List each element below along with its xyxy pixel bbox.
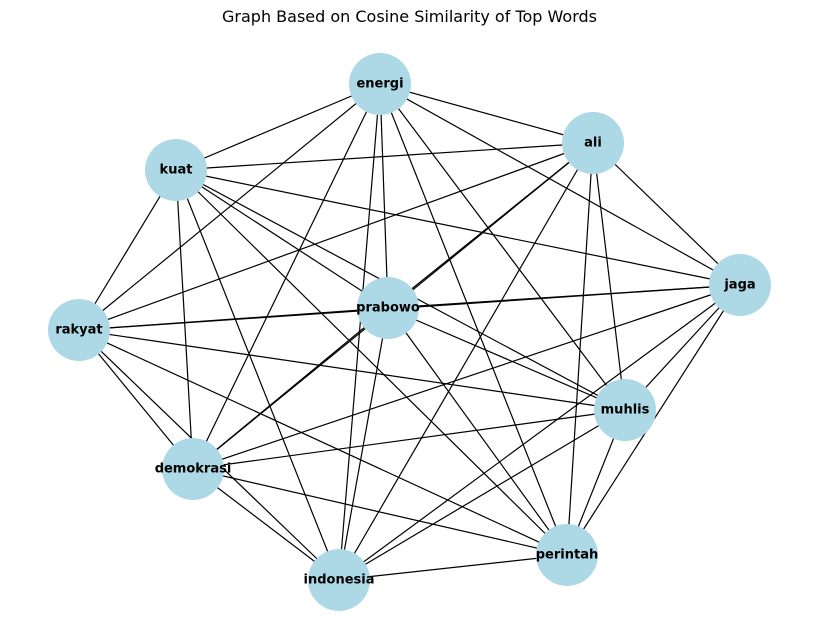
edge-energi-demokrasi — [192, 83, 381, 470]
edge-energi-kuat — [175, 83, 381, 171]
edge-energi-muhlis — [379, 83, 626, 411]
edge-jaga-indonesia — [338, 284, 741, 581]
edge-prabowo-demokrasi — [192, 307, 389, 470]
node-circle-muhlis — [594, 379, 656, 441]
edge-rakyat-perintah — [78, 329, 568, 556]
node-circle-energi — [349, 53, 411, 115]
edge-energi-rakyat — [78, 83, 381, 331]
edge-kuat-perintah — [175, 169, 568, 556]
edge-kuat-rakyat — [78, 169, 177, 331]
edge-ali-perintah — [566, 142, 594, 556]
node-indonesia: indonesia — [304, 549, 375, 611]
node-label-kuat: kuat — [160, 163, 193, 178]
node-label-jaga: jaga — [723, 278, 755, 293]
node-label-indonesia: indonesia — [304, 573, 375, 588]
node-label-perintah: perintah — [536, 548, 599, 563]
node-ali: ali — [562, 112, 624, 174]
edge-energi-ali — [379, 83, 594, 144]
node-label-rakyat: rakyat — [55, 323, 102, 338]
edge-ali-rakyat — [78, 142, 594, 331]
node-label-ali: ali — [584, 136, 602, 151]
node-kuat: kuat — [145, 139, 207, 201]
node-label-demokrasi: demokrasi — [155, 462, 232, 477]
edge-ali-indonesia — [338, 142, 594, 581]
node-label-prabowo: prabowo — [356, 301, 420, 316]
node-demokrasi: demokrasi — [155, 438, 232, 500]
edge-energi-jaga — [379, 83, 741, 286]
node-label-energi: energi — [356, 77, 403, 92]
edge-prabowo-perintah — [387, 307, 568, 556]
edge-prabowo-muhlis — [387, 307, 626, 411]
node-label-muhlis: muhlis — [601, 403, 650, 418]
node-circle-jaga — [709, 254, 771, 316]
edge-perintah-indonesia — [338, 554, 568, 581]
edge-kuat-prabowo — [175, 169, 389, 309]
node-circle-prabowo — [357, 277, 419, 339]
edge-jaga-demokrasi — [192, 284, 741, 470]
edge-muhlis-indonesia — [338, 409, 626, 581]
edge-muhlis-demokrasi — [192, 409, 626, 470]
edge-ali-kuat — [175, 142, 594, 171]
node-circle-rakyat — [48, 299, 110, 361]
node-circle-kuat — [145, 139, 207, 201]
edge-ali-muhlis — [592, 142, 626, 411]
edge-demokrasi-perintah — [192, 468, 568, 556]
node-layer: energi ali kuat jaga prabowo rakyat muhlis demo… — [48, 53, 771, 611]
edge-rakyat-muhlis — [78, 329, 626, 411]
node-rakyat: rakyat — [48, 299, 110, 361]
node-circle-perintah — [536, 524, 598, 586]
edge-ali-jaga — [592, 142, 741, 286]
node-circle-indonesia — [308, 549, 370, 611]
edge-kuat-indonesia — [175, 169, 340, 581]
chart-title: Graph Based on Cosine Similarity of Top … — [222, 7, 597, 26]
node-jaga: jaga — [709, 254, 771, 316]
edge-energi-prabowo — [379, 83, 389, 309]
edge-prabowo-indonesia — [338, 307, 389, 581]
edge-kuat-jaga — [175, 169, 741, 286]
edge-energi-perintah — [379, 83, 568, 556]
node-perintah: perintah — [536, 524, 599, 586]
node-muhlis: muhlis — [594, 379, 656, 441]
edge-prabowo-rakyat — [78, 307, 389, 331]
node-circle-demokrasi — [162, 438, 224, 500]
node-circle-ali — [562, 112, 624, 174]
node-energi: energi — [349, 53, 411, 115]
edge-kuat-demokrasi — [175, 169, 194, 470]
node-prabowo: prabowo — [356, 277, 420, 339]
